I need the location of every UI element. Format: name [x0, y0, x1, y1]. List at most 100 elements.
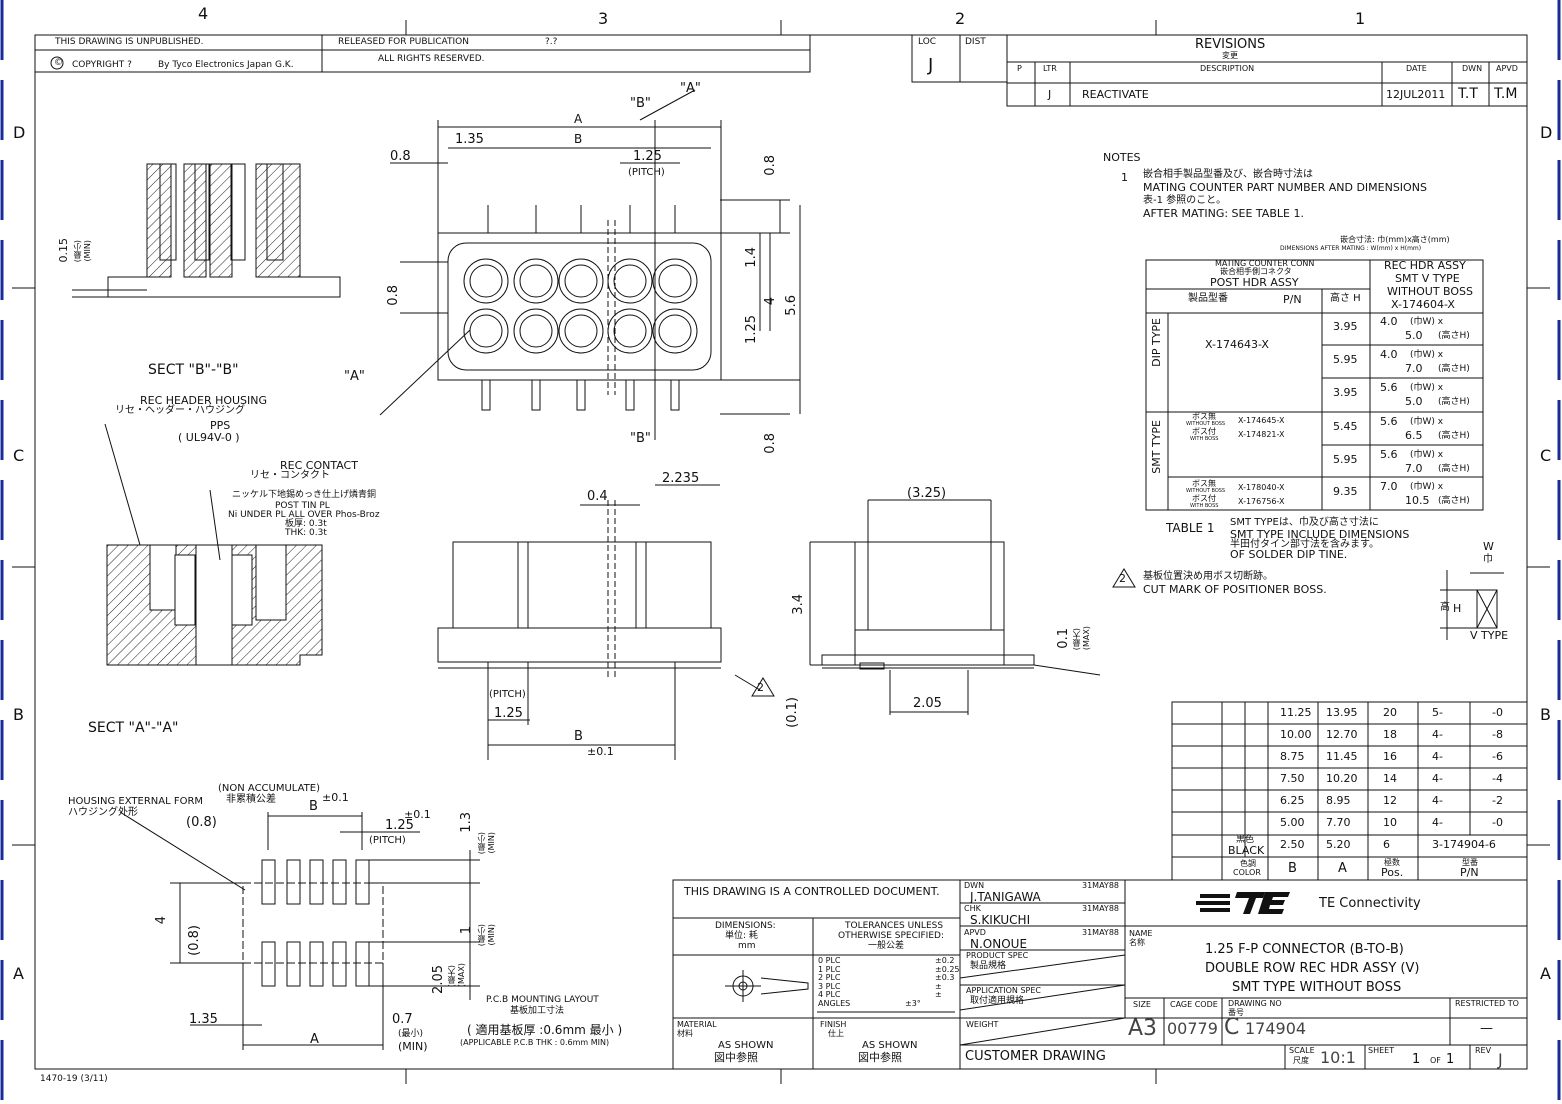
- t1-boss-with-jp-2: ボス付: [1192, 494, 1216, 503]
- t1-smt-v: SMT V TYPE: [1395, 272, 1460, 285]
- t1-with-boss-small: WITH BOSS: [1190, 436, 1219, 442]
- t1-smt-pn2b: X-176756-X: [1238, 497, 1285, 506]
- rec-contact-jp: リセ・コンタクト: [250, 470, 330, 481]
- dwg-jp: 番号: [1228, 1008, 1244, 1017]
- material-as-shown-jp: 図中参照: [714, 1051, 758, 1064]
- dim-01-max: (MAX): [1082, 626, 1091, 651]
- note-1-jp2: 表-1 参照のこと。: [1143, 195, 1227, 206]
- zone-row-d-right: D: [1540, 123, 1553, 142]
- dim-34: 3.4: [791, 594, 806, 615]
- t1-smt-pn1a: X-174645-X: [1238, 416, 1285, 425]
- dim-row-x: 5-: [1432, 706, 1443, 719]
- dim-row-a: 7.70: [1326, 816, 1351, 829]
- dim-13: 1.3: [459, 812, 474, 833]
- chk-date: 31MAY88: [1082, 904, 1119, 913]
- released-text: RELEASED FOR PUBLICATION: [338, 37, 469, 47]
- rev-apvd: T.M: [1494, 86, 1518, 102]
- tol-125-pcb: ±0.1: [404, 808, 431, 821]
- dim-row-pos: 12: [1383, 794, 1397, 807]
- rev-date: 12JUL2011: [1386, 88, 1446, 101]
- t1-row-h-label: (高さH): [1438, 397, 1470, 407]
- color-hdr-jp: 色調: [1240, 859, 1256, 868]
- rev-dwn: T.T: [1458, 86, 1478, 102]
- t1-row-h-label: (高さH): [1438, 464, 1470, 474]
- dim-015: 0.15: [57, 238, 70, 263]
- dim-1-min: (MIN): [487, 924, 496, 946]
- tol-b-pcb: ±0.1: [322, 791, 349, 804]
- dim-row-b: 6.25: [1280, 794, 1305, 807]
- name-line1: 1.25 F-P CONNECTOR (B-TO-B): [1205, 942, 1404, 957]
- t1-row-h: 5.45: [1333, 420, 1358, 433]
- restricted-label: RESTRICTED TO: [1455, 999, 1519, 1008]
- dim-row-a: 11.45: [1326, 750, 1358, 763]
- t1-row-w-label: (巾W) x: [1410, 317, 1444, 327]
- dims-unit: mm: [738, 941, 756, 951]
- t1-row-hh: 5.0: [1405, 395, 1423, 408]
- t1-note-jp: SMT TYPEは、巾及び高さ寸法に: [1230, 517, 1379, 528]
- controlled-doc: THIS DRAWING IS A CONTROLLED DOCUMENT.: [684, 885, 940, 898]
- dim-1-min-jp: (最小): [477, 924, 486, 947]
- dim-row-a: 12.70: [1326, 728, 1358, 741]
- dim-a-pcb: A: [310, 1032, 319, 1047]
- dim-07: 0.7: [392, 1012, 413, 1027]
- t1-row-h: 5.95: [1333, 353, 1358, 366]
- t1-without-boss: WITHOUT BOSS: [1387, 285, 1474, 298]
- dim-row-b: 8.75: [1280, 750, 1305, 763]
- dim-13-min: (MIN): [487, 832, 496, 854]
- t1-note-jp2: 半田付タイン部寸法を含みます。: [1230, 539, 1379, 550]
- tol-row-value: ±: [935, 981, 942, 991]
- note-1-en: MATING COUNTER PART NUMBER AND DIMENSION…: [1143, 181, 1427, 194]
- dim-56: 5.6: [784, 295, 799, 316]
- sheet-val: 1: [1412, 1052, 1421, 1067]
- t1-col-pn: P/N: [1283, 293, 1302, 306]
- dim-row-b: 2.50: [1280, 838, 1305, 851]
- dim-08-right-bottom: 0.8: [763, 433, 778, 454]
- t1-boss-with-jp: ボス付: [1192, 427, 1216, 436]
- revisions-title: REVISIONS: [1195, 37, 1266, 52]
- apvd-label: APVD: [964, 928, 986, 937]
- finish-as-shown: AS SHOWN: [862, 1040, 918, 1051]
- dim-01: 0.1: [1056, 628, 1071, 649]
- dim-row-x: 4-: [1432, 728, 1443, 741]
- dim-row-pn: -8: [1492, 728, 1503, 741]
- rev-hdr-ltr: LTR: [1043, 64, 1057, 73]
- dim-2235: 2.235: [662, 471, 700, 486]
- dim-01-max-jp: (最大): [1072, 628, 1081, 651]
- vtype-h-jp: 高: [1440, 602, 1450, 613]
- finish-jp: 仕上: [828, 1029, 844, 1038]
- dim-row-pn: -0: [1492, 706, 1503, 719]
- t1-row-h-label: (高さH): [1438, 331, 1470, 341]
- loc-label: LOC: [918, 37, 937, 47]
- quote-a-top: "A": [680, 81, 701, 96]
- quote-b-bottom: "B": [630, 431, 651, 446]
- dim-row-pos: 14: [1383, 772, 1397, 785]
- zone-row-d: D: [13, 123, 26, 142]
- sect-bb-label: SECT "B"-"B": [148, 362, 239, 378]
- dim-row-x: 4-: [1432, 772, 1443, 785]
- note-1-en2: AFTER MATING: SEE TABLE 1.: [1143, 207, 1304, 220]
- dim-4-pcb: 4: [154, 916, 169, 925]
- dim-row-b: 10.00: [1280, 728, 1312, 741]
- t1-dip-type: DIP TYPE: [1150, 318, 1163, 367]
- dwn-name: J.TANIGAWA: [970, 890, 1041, 904]
- tol-row-label: 0 PLC: [818, 956, 841, 965]
- t1-row-w: 5.6: [1380, 381, 1398, 394]
- tol-row-label: ANGLES: [818, 998, 851, 1008]
- t1-smt-pn2a: X-178040-X: [1238, 483, 1285, 492]
- t1-note-en: SMT TYPE INCLUDE DIMENSIONS: [1230, 528, 1410, 541]
- t1-row-w: 4.0: [1380, 348, 1398, 361]
- t1-row-w: 7.0: [1380, 480, 1398, 493]
- rev-ltr: J: [1048, 88, 1052, 101]
- apvd-date: 31MAY88: [1082, 928, 1119, 937]
- t1-unit-jp: 嵌合寸法: 巾(mm)x高さ(mm): [1340, 235, 1450, 244]
- t1-smt-type: SMT TYPE: [1150, 420, 1163, 474]
- t1-row-h-label: (高さH): [1438, 431, 1470, 441]
- pcb-layout-label: P.C.B MOUNTING LAYOUT: [486, 995, 599, 1005]
- dim-325: (3.25): [907, 486, 947, 501]
- scale-jp: 尺度: [1293, 1056, 1309, 1065]
- t1-mating-conn: MATING COUNTER CONN: [1215, 259, 1315, 268]
- dim-015-min-jp: (最小): [73, 240, 82, 263]
- note-1-num: 1: [1121, 171, 1128, 184]
- t1-row-w-label: (巾W) x: [1410, 383, 1444, 393]
